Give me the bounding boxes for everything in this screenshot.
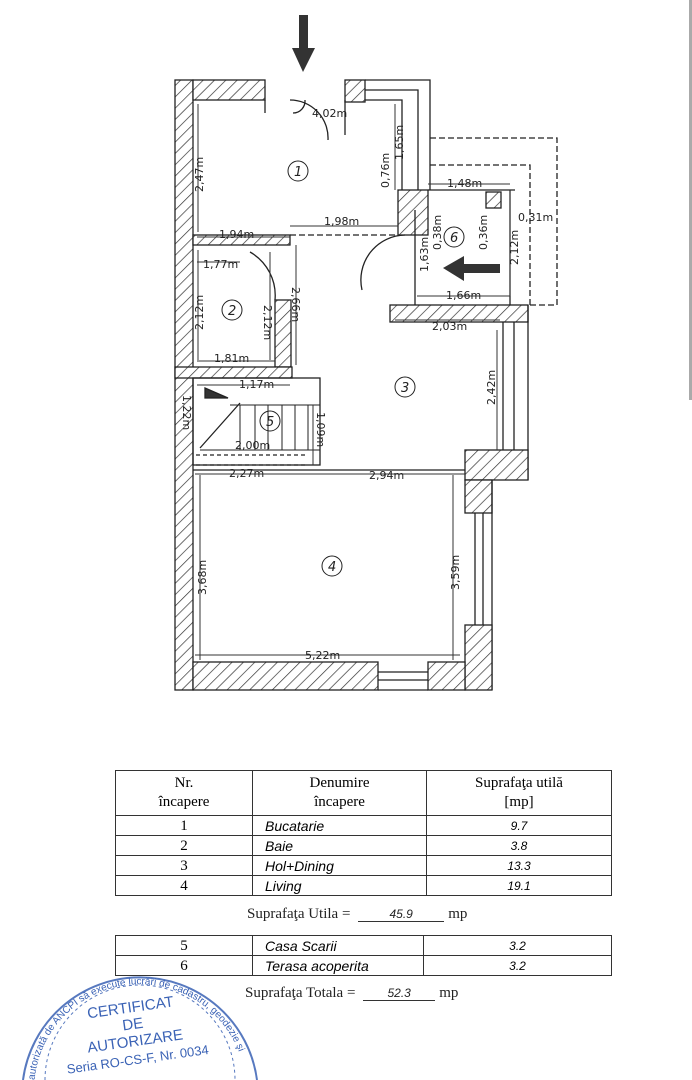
cell-name: Living (252, 875, 427, 896)
header-nr: Nr. (174, 775, 194, 791)
dim-label: 1,17m (239, 378, 274, 391)
room-number: 3 (401, 381, 409, 396)
cell-area: 13.3 (426, 855, 612, 876)
header-nr: încapere (158, 794, 210, 810)
dim-label: 2,12m (193, 295, 206, 330)
cell-nr: 4 (115, 875, 253, 896)
dim-label: 0,31m (518, 211, 553, 224)
table-header: Nr. încapere Denumire încapere Suprafaţa u… (115, 770, 612, 816)
useful-area-value: 45.9 (358, 907, 445, 922)
header-name: încapere (314, 794, 365, 810)
dim-label: 0,38m (431, 215, 444, 250)
cell-nr: 1 (115, 815, 253, 836)
dim-label: 3,59m (449, 555, 462, 590)
floor-plan: 1 2 3 4 5 6 4,02m 2,47m 0,76m 1,65m 1,48… (174, 15, 558, 691)
stamp-line: DE (121, 1015, 144, 1035)
room-numbers (221, 160, 465, 577)
cell-area: 3.2 (423, 955, 612, 976)
header-area: [mp] (504, 794, 534, 810)
entrance-arrow-icon (292, 15, 315, 72)
room-number: 4 (328, 560, 336, 575)
total-area-label: Suprafaţa Totala = (245, 985, 356, 1001)
cell-nr: 6 (115, 955, 253, 976)
walls (174, 79, 558, 691)
dim-label: 2,47m (193, 157, 206, 192)
dim-label: 2,03m (432, 320, 467, 333)
dim-label: 2,00m (235, 439, 270, 452)
cell-nr: 3 (115, 855, 253, 876)
stamp-outer-ring (22, 976, 258, 1080)
total-area-value: 52.3 (363, 986, 436, 1001)
stamp-ring-text: autorizată de ANCPI să execute lucrări d… (27, 976, 247, 1080)
unit-label: mp (448, 906, 468, 922)
unit-label: mp (439, 985, 459, 1001)
dimension-labels: 4,02m 2,47m 0,76m 1,65m 1,48m 0,31m 1,98… (180, 107, 553, 662)
dim-label: 1,22m (180, 395, 193, 430)
dim-label: 1,98m (324, 215, 359, 228)
dim-label: 1,77m (203, 258, 238, 271)
stamp-line: Seria RO-CS-F, Nr. 0034 (66, 1042, 210, 1077)
dimension-lines (195, 104, 511, 660)
cell-name: Casa Scarii (252, 935, 424, 956)
cell-name: Terasa acoperita (252, 955, 424, 976)
cell-area: 19.1 (426, 875, 612, 896)
stamp-line: CERTIFICAT (86, 993, 174, 1022)
header-area: Suprafaţa utilă (475, 775, 563, 791)
dim-label: 1,48m (447, 177, 482, 190)
dim-label: 1,65m (393, 125, 406, 160)
rooms-table: Nr. încapere Denumire încapere Suprafaţa u… (115, 770, 612, 896)
dim-label: 5,22m (305, 649, 340, 662)
dim-label: 1,09m (314, 412, 327, 447)
dim-label: 2,27m (229, 467, 264, 480)
room-number: 6 (450, 231, 458, 246)
cell-name: Bucatarie (252, 815, 427, 836)
dim-label: 0,36m (477, 215, 490, 250)
cell-area: 9.7 (426, 815, 612, 836)
cell-nr: 2 (115, 835, 253, 856)
terrace-arrow-icon (443, 256, 500, 281)
cell-area: 3.8 (426, 835, 612, 856)
cell-name: Hol+Dining (252, 855, 427, 876)
cell-name: Baie (252, 835, 427, 856)
dim-label: 1,81m (214, 352, 249, 365)
cell-area: 3.2 (423, 935, 612, 956)
header-name: Denumire (309, 775, 370, 791)
svg-text:autorizată de ANCPI să execute: autorizată de ANCPI să execute lucrări d… (27, 976, 247, 1080)
room-number: 2 (228, 304, 236, 319)
room-number: 1 (294, 165, 302, 180)
dim-label: 0,76m (379, 153, 392, 188)
dim-label: 2,94m (369, 469, 404, 482)
dim-label: 2,12m (508, 230, 521, 265)
dim-label: 1,94m (219, 228, 254, 241)
dim-label: 1,63m (418, 237, 431, 272)
useful-area-label: Suprafaţa Utila = (247, 906, 351, 922)
dim-label: 2,42m (485, 370, 498, 405)
dim-label: 4,02m (312, 107, 347, 120)
page-edge (689, 0, 692, 400)
dim-label: 2,66m (289, 287, 302, 322)
cell-nr: 5 (115, 935, 253, 956)
dim-label: 3,68m (196, 560, 209, 595)
dim-label: 2,12m (261, 305, 274, 340)
stamp-inner-ring (44, 984, 236, 1080)
stamp-line: AUTORIZARE (86, 1026, 184, 1056)
dim-label: 1,66m (446, 289, 481, 302)
room-number: 5 (266, 415, 274, 430)
